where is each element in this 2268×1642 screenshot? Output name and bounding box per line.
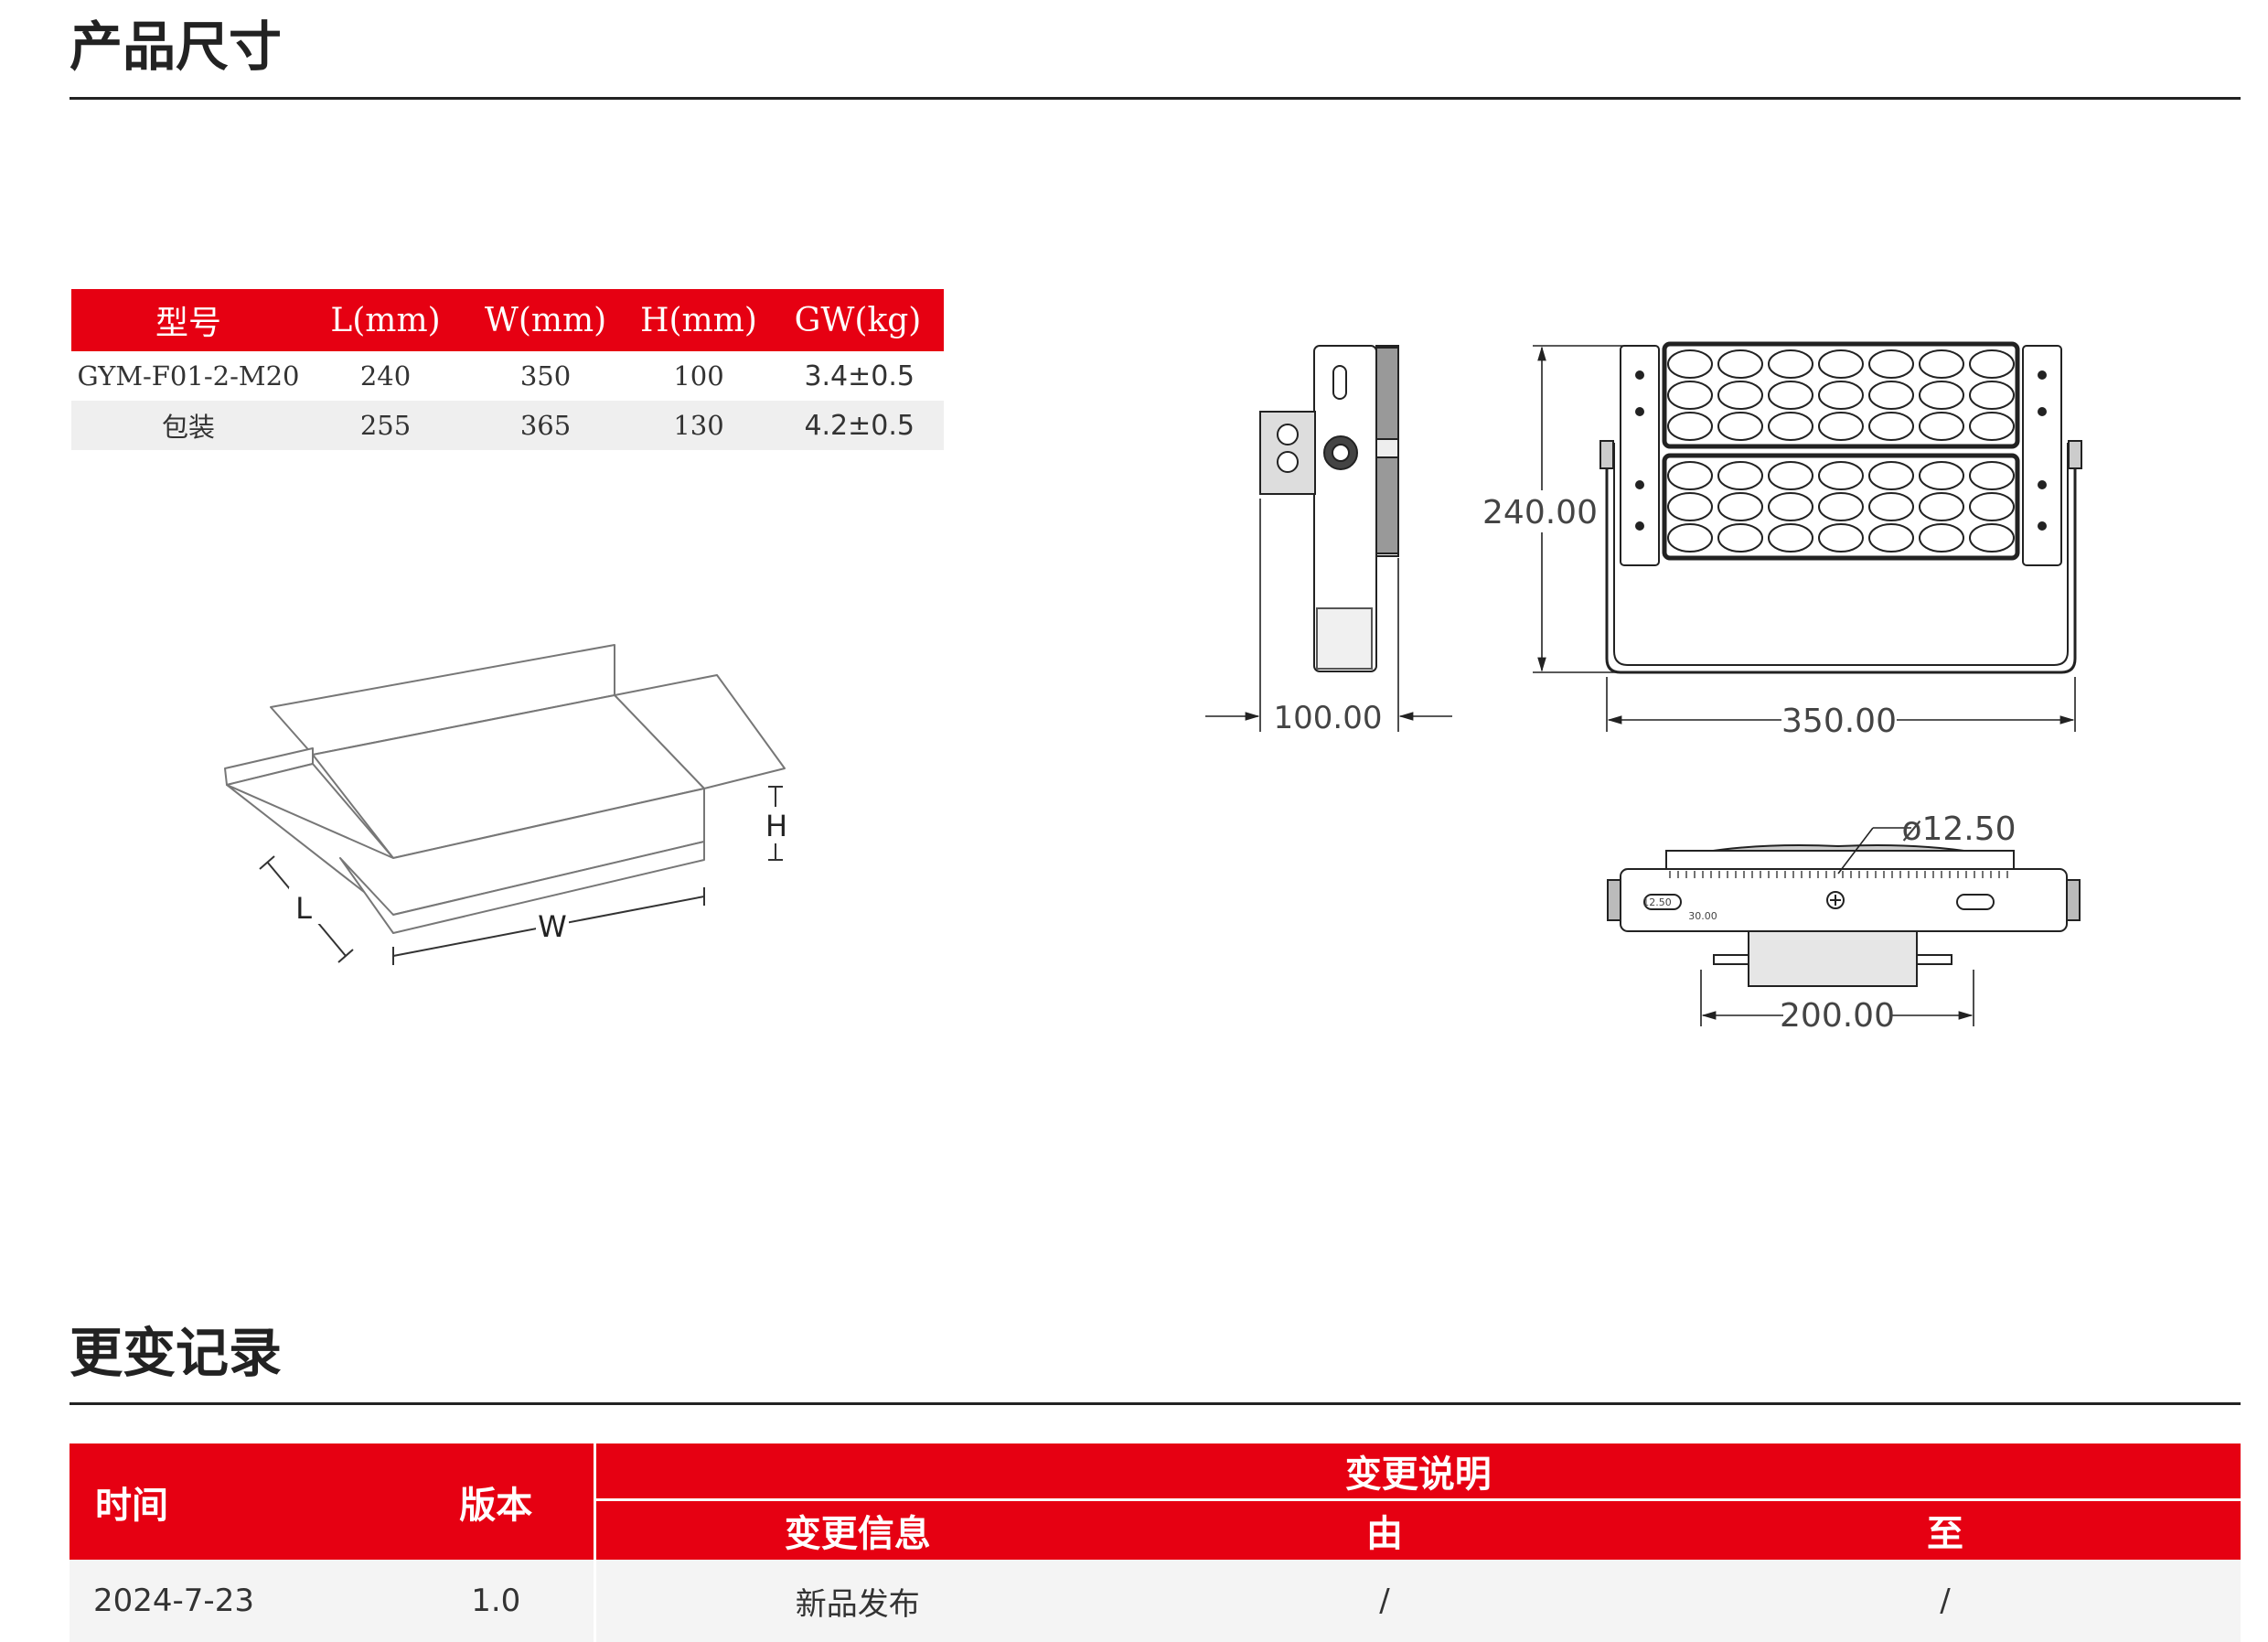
led-lens [1868, 492, 1914, 521]
cell-width: 365 [465, 401, 626, 450]
led-lens [1768, 349, 1813, 379]
change-record-table: 时间 版本 变更说明 变更信息 由 至 2024-7-23 1.0 新品发布 /… [70, 1443, 2241, 1642]
cell-height: 130 [626, 401, 772, 450]
led-lens [1919, 492, 1964, 521]
cell-time: 2024-7-23 [70, 1560, 399, 1642]
led-lens [1717, 461, 1763, 490]
led-lens [1717, 492, 1763, 521]
header-model: 型号 [71, 289, 305, 351]
dim-front-height: 240.00 [1482, 494, 1598, 531]
cell-model: GYM-F01-2-M20 [71, 351, 305, 401]
box-label-width: W [538, 909, 567, 944]
side-view [1259, 345, 1399, 672]
led-lens [1919, 349, 1964, 379]
led-lens [1818, 492, 1864, 521]
cell-gross-weight: 3.4±0.5 [772, 351, 944, 401]
led-lens [1919, 523, 1964, 553]
led-lens [1969, 461, 2015, 490]
cell-to: / [1650, 1560, 2241, 1642]
led-lens [1868, 349, 1914, 379]
led-lens [1919, 461, 1964, 490]
cell-gross-weight: 4.2±0.5 [772, 401, 944, 450]
dim-bottom-width: 200.00 [1780, 997, 1895, 1035]
table-row: 2024-7-23 1.0 新品发布 / / [70, 1560, 2241, 1642]
led-lens [1818, 412, 1864, 441]
led-lens [1868, 461, 1914, 490]
header-to: 至 [1650, 1499, 2241, 1560]
led-lens [1717, 381, 1763, 410]
led-lens [1667, 349, 1713, 379]
led-lens [1818, 349, 1864, 379]
box-label-height: H [765, 809, 787, 843]
led-lens [1667, 492, 1713, 521]
led-lens [1969, 349, 2015, 379]
bottom-view [1607, 844, 2081, 987]
led-lens [1768, 492, 1813, 521]
package-box-diagram: L W H [224, 644, 790, 965]
section-divider [70, 1402, 2241, 1405]
led-lens [1868, 523, 1914, 553]
table-row: 包装 255 365 130 4.2±0.5 [71, 401, 944, 450]
section-title-dimensions: 产品尺寸 [70, 16, 283, 78]
led-lens [1818, 523, 1864, 553]
led-lens [1969, 492, 2015, 521]
header-time: 时间 [70, 1443, 399, 1560]
header-change-info: 变更信息 [593, 1499, 1119, 1560]
led-lens [1969, 523, 2015, 553]
table-row: GYM-F01-2-M20 240 350 100 3.4±0.5 [71, 351, 944, 401]
lamp-module-bottom [1662, 453, 2020, 561]
led-lens [1717, 523, 1763, 553]
dim-small-a: 12.50 [1642, 896, 1672, 908]
led-lens [1969, 381, 2015, 410]
header-height: H(mm) [626, 289, 772, 351]
header-length: L(mm) [305, 289, 465, 351]
led-lens [1919, 412, 1964, 441]
led-lens [1818, 461, 1864, 490]
led-lens [1868, 412, 1914, 441]
dim-side-depth: 100.00 [1274, 700, 1383, 736]
led-lens [1667, 412, 1713, 441]
dimension-table: 型号 L(mm) W(mm) H(mm) GW(kg) GYM-F01-2-M2… [71, 289, 944, 450]
dim-small-b: 30.00 [1688, 910, 1717, 922]
led-lens [1667, 523, 1713, 553]
led-lens [1919, 381, 1964, 410]
led-lens [1717, 349, 1763, 379]
led-lens [1768, 412, 1813, 441]
cell-length: 240 [305, 351, 465, 401]
cell-model: 包装 [71, 401, 305, 450]
led-lens [1667, 381, 1713, 410]
lamp-module-top [1662, 341, 2020, 449]
section-divider [70, 97, 2241, 100]
led-lens [1768, 381, 1813, 410]
front-view [1599, 341, 2082, 674]
led-lens [1768, 523, 1813, 553]
cell-length: 255 [305, 401, 465, 450]
header-from: 由 [1119, 1499, 1650, 1560]
dim-hole-diameter: ø12.50 [1901, 810, 2016, 848]
led-lens [1717, 412, 1763, 441]
box-front-face [339, 841, 705, 934]
header-gross-weight: GW(kg) [772, 289, 944, 351]
section-title-changelog: 更变记录 [70, 1322, 283, 1384]
led-lens [1969, 412, 2015, 441]
dim-front-width: 350.00 [1781, 703, 1897, 740]
cell-height: 100 [626, 351, 772, 401]
header-version: 版本 [399, 1443, 594, 1560]
cell-from: / [1119, 1560, 1650, 1642]
cell-width: 350 [465, 351, 626, 401]
led-lens [1667, 461, 1713, 490]
cell-change-info: 新品发布 [593, 1560, 1119, 1642]
led-lens [1818, 381, 1864, 410]
box-label-length: L [295, 891, 312, 926]
cell-version: 1.0 [399, 1560, 594, 1642]
header-change-description: 变更说明 [593, 1443, 2241, 1501]
product-drawing: 100.00 240.00 350.00 [1205, 341, 2082, 1036]
led-lens [1768, 461, 1813, 490]
dimension-table-header-row: 型号 L(mm) W(mm) H(mm) GW(kg) [71, 289, 944, 351]
header-width: W(mm) [465, 289, 626, 351]
led-lens [1868, 381, 1914, 410]
